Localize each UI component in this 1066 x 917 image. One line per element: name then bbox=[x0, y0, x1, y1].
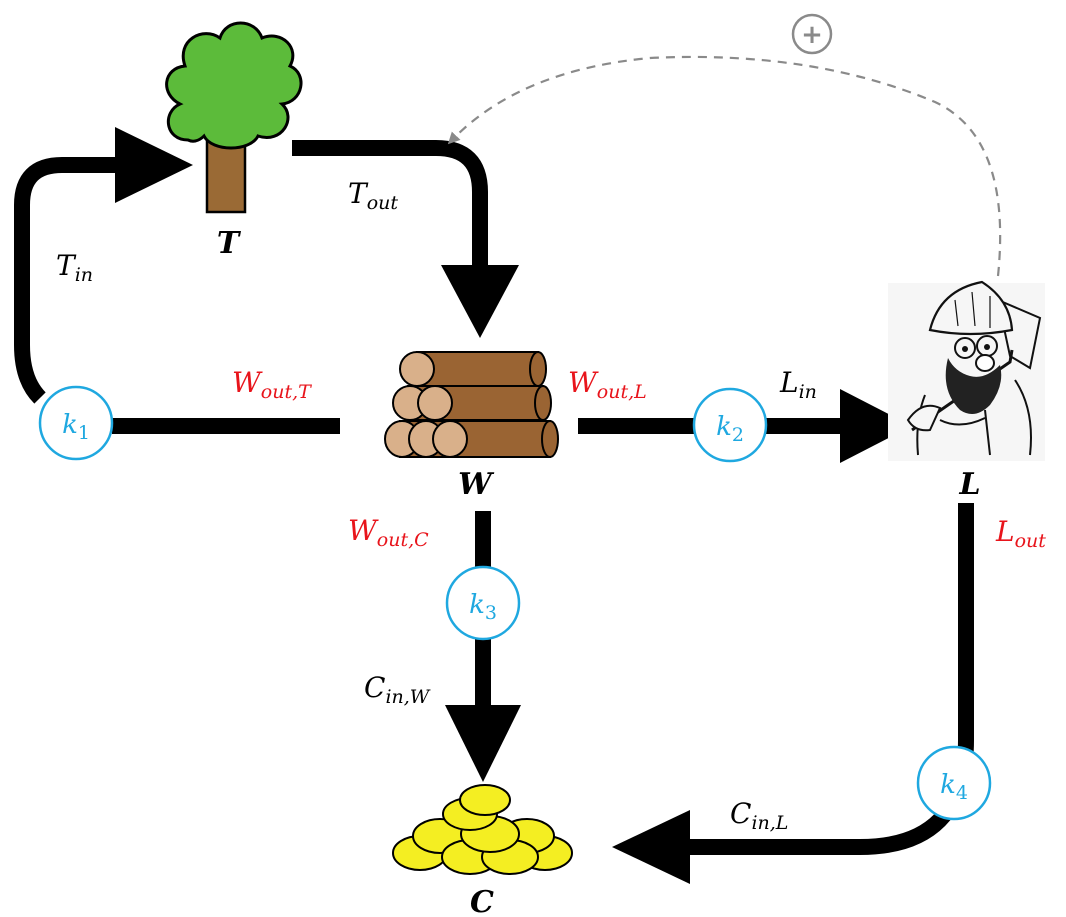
arrowhead-c-in-w bbox=[445, 705, 521, 782]
positive-sign-icon bbox=[791, 13, 833, 55]
rate-k4: k4 bbox=[916, 745, 992, 821]
lumberjack-icon bbox=[888, 280, 1045, 461]
wood-pile-icon bbox=[384, 351, 559, 458]
label-w-out-t: Wout,T bbox=[232, 366, 312, 403]
tree-icon bbox=[165, 21, 303, 214]
svg-text:k4: k4 bbox=[940, 770, 968, 804]
svg-text:k1: k1 bbox=[62, 410, 90, 444]
label-tree: T bbox=[217, 226, 242, 261]
label-t-out: Tout bbox=[348, 177, 398, 214]
rate-k2: k2 bbox=[692, 387, 768, 463]
coins-icon bbox=[392, 784, 573, 875]
arrowhead-l-in bbox=[840, 389, 912, 463]
label-lumberjack: L bbox=[958, 467, 980, 502]
feedback-link: + bbox=[447, 13, 1002, 277]
label-c-in-w: Cin,W bbox=[364, 671, 431, 708]
label-t-in: Tin bbox=[56, 249, 93, 286]
rate-k3: k3 bbox=[445, 565, 521, 641]
arrowhead-t-out bbox=[441, 265, 519, 338]
label-coins: C bbox=[470, 885, 494, 917]
flow-w-to-c bbox=[445, 511, 521, 782]
label-l-out: Lout bbox=[995, 515, 1046, 552]
flow-t-to-w bbox=[292, 140, 519, 338]
flow-w-to-t bbox=[14, 127, 340, 434]
label-c-in-l: Cin,L bbox=[730, 797, 788, 834]
arrowhead-t-in bbox=[115, 127, 193, 203]
label-w-out-c: Wout,C bbox=[348, 514, 429, 551]
svg-text:k2: k2 bbox=[716, 412, 744, 446]
label-l-in: Lin bbox=[779, 366, 817, 403]
rate-k1: k1 bbox=[38, 385, 114, 461]
label-w-out-l: Wout,L bbox=[568, 366, 647, 403]
arrowhead-c-in-l bbox=[612, 810, 690, 884]
positive-sign: + bbox=[801, 20, 823, 50]
svg-text:k3: k3 bbox=[469, 590, 497, 624]
label-wood: W bbox=[458, 467, 495, 502]
flow-l-to-c bbox=[612, 503, 974, 884]
